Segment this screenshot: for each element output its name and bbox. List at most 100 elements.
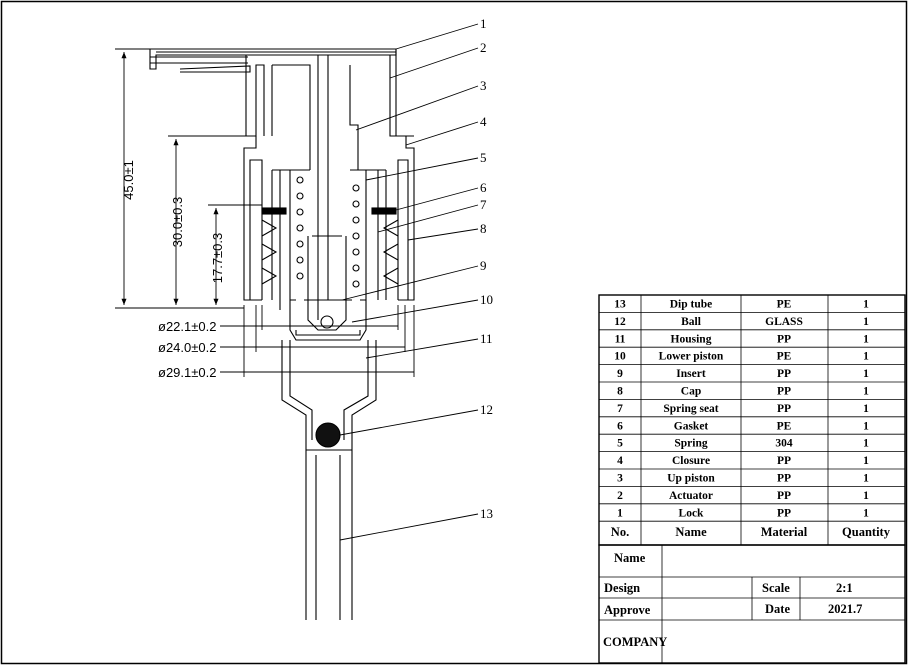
table-cell-material: GLASS: [765, 316, 803, 328]
table-cell-material: PP: [777, 473, 791, 485]
table-cell-no: 13: [614, 299, 626, 311]
table-cell-no: 5: [617, 438, 623, 450]
table-cell-material: PP: [777, 386, 791, 398]
spring: [296, 176, 360, 288]
table-cell-name: Housing: [671, 333, 712, 345]
table-cell-material: PP: [777, 368, 791, 380]
table-header-no: No.: [611, 525, 629, 539]
callout-8: 8: [480, 221, 487, 236]
callout-1: 1: [480, 16, 487, 31]
table-cell-qty: 1: [863, 490, 869, 502]
callout-leaders: [339, 23, 479, 541]
table-header-material: Material: [761, 525, 808, 539]
table-cell-qty: 1: [863, 299, 869, 311]
table-cell-name: Lock: [679, 507, 705, 519]
table-row: 12 Ball GLASS 1: [614, 316, 869, 328]
table-cell-qty: 1: [863, 403, 869, 415]
callout-6: 6: [480, 180, 487, 195]
title-company-label: COMPANY: [603, 635, 667, 649]
table-cell-no: 9: [617, 368, 623, 380]
table-row: 5 Spring 304 1: [617, 438, 869, 450]
table-row: 9 Insert PP 1: [617, 368, 869, 380]
table-cell-qty: 1: [863, 438, 869, 450]
table-row: 11 Housing PP 1: [615, 333, 870, 345]
table-cell-no: 8: [617, 386, 623, 398]
table-row: 4 Closure PP 1: [617, 455, 869, 467]
table-cell-name: Dip tube: [670, 299, 713, 311]
table-cell-qty: 1: [863, 473, 869, 485]
table-cell-no: 10: [614, 351, 626, 363]
table-cell-material: PE: [777, 420, 792, 432]
table-cell-material: PE: [777, 351, 792, 363]
table-header-quantity: Quantity: [842, 525, 891, 539]
table-cell-no: 2: [617, 490, 623, 502]
table-cell-name: Lower piston: [659, 351, 724, 363]
callout-numbers: 1 2 3 4 5 6 7 8 9 10 11 12 13: [480, 16, 493, 521]
title-block: Name Design Scale 2:1 Approve Date 2021.…: [598, 544, 906, 664]
callout-3: 3: [480, 78, 487, 93]
callout-12: 12: [480, 402, 493, 417]
title-date-value: 2021.7: [828, 602, 862, 616]
table-row: 3 Up piston PP 1: [617, 473, 869, 485]
table-cell-name: Ball: [681, 316, 701, 328]
table-cell-material: PP: [777, 490, 791, 502]
table-row: 2 Actuator PP 1: [617, 490, 869, 502]
dim-height-total: 45.0±1: [121, 160, 136, 200]
table-cell-qty: 1: [863, 386, 869, 398]
table-cell-qty: 1: [863, 507, 869, 519]
table-cell-qty: 1: [863, 333, 869, 345]
callout-11: 11: [480, 331, 493, 346]
table-cell-qty: 1: [863, 455, 869, 467]
table-cell-material: PP: [777, 455, 791, 467]
table-cell-qty: 1: [863, 351, 869, 363]
table-cell-no: 7: [617, 403, 623, 415]
table-cell-name: Spring: [674, 438, 707, 450]
callout-4: 4: [480, 114, 487, 129]
title-design-label: Design: [604, 581, 640, 595]
callout-10: 10: [480, 292, 493, 307]
title-name-label: Name: [614, 551, 646, 565]
table-cell-name: Actuator: [669, 490, 713, 502]
table-cell-name: Up piston: [667, 473, 715, 485]
callout-7: 7: [480, 197, 487, 212]
callout-5: 5: [480, 150, 487, 165]
table-cell-name: Gasket: [674, 420, 709, 432]
title-scale-value: 2:1: [836, 581, 853, 595]
ball: [315, 422, 341, 448]
callout-2: 2: [480, 40, 487, 55]
table-cell-material: PP: [777, 403, 791, 415]
table-cell-name: Closure: [672, 455, 710, 467]
dimension-lines: [115, 48, 415, 377]
dim-height-30: 30.0±0.3: [170, 197, 185, 248]
title-approve-label: Approve: [604, 603, 651, 617]
table-header-name: Name: [675, 525, 707, 539]
table-cell-no: 4: [617, 455, 623, 467]
table-cell-qty: 1: [863, 368, 869, 380]
table-cell-material: PE: [777, 299, 792, 311]
title-date-label: Date: [765, 602, 790, 616]
title-scale-label: Scale: [762, 581, 790, 595]
callout-13: 13: [480, 506, 493, 521]
table-cell-name: Insert: [676, 368, 706, 380]
table-cell-material: 304: [775, 438, 793, 450]
table-cell-no: 1: [617, 507, 623, 519]
dim-diameter-29: ø29.1±0.2: [158, 365, 216, 380]
table-cell-no: 12: [614, 316, 626, 328]
pump-cross-section: [149, 48, 415, 620]
table-cell-no: 3: [617, 473, 623, 485]
table-row: 13 Dip tube PE 1: [614, 299, 869, 311]
table-cell-material: PP: [777, 333, 791, 345]
dim-diameter-22: ø22.1±0.2: [158, 319, 216, 334]
callout-9: 9: [480, 258, 487, 273]
dim-height-17: 17.7±0.3: [210, 233, 225, 284]
table-row: 10 Lower piston PE 1: [614, 351, 869, 363]
table-cell-qty: 1: [863, 316, 869, 328]
table-cell-no: 11: [615, 333, 626, 345]
dim-diameter-24: ø24.0±0.2: [158, 340, 216, 355]
